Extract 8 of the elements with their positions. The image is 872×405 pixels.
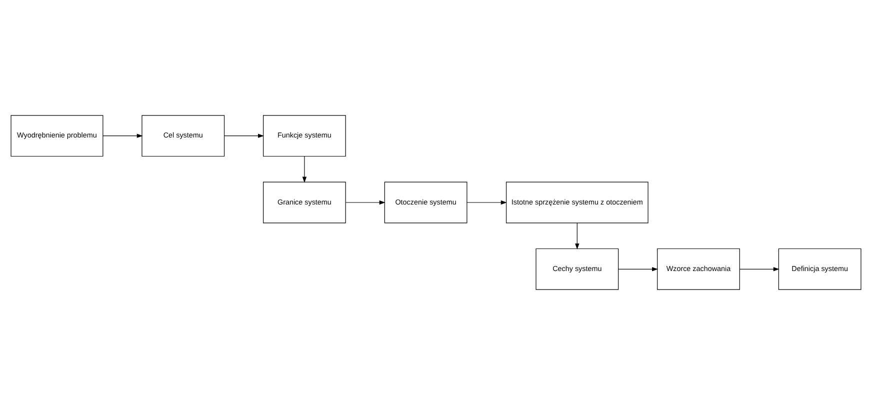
arrow bbox=[739, 267, 780, 272]
arrow bbox=[224, 134, 264, 138]
arrow bbox=[575, 222, 580, 250]
arrow bbox=[466, 200, 507, 205]
arrow bbox=[345, 200, 386, 205]
arrow bbox=[302, 156, 307, 183]
arrow bbox=[102, 134, 143, 138]
arrow bbox=[618, 267, 658, 272]
